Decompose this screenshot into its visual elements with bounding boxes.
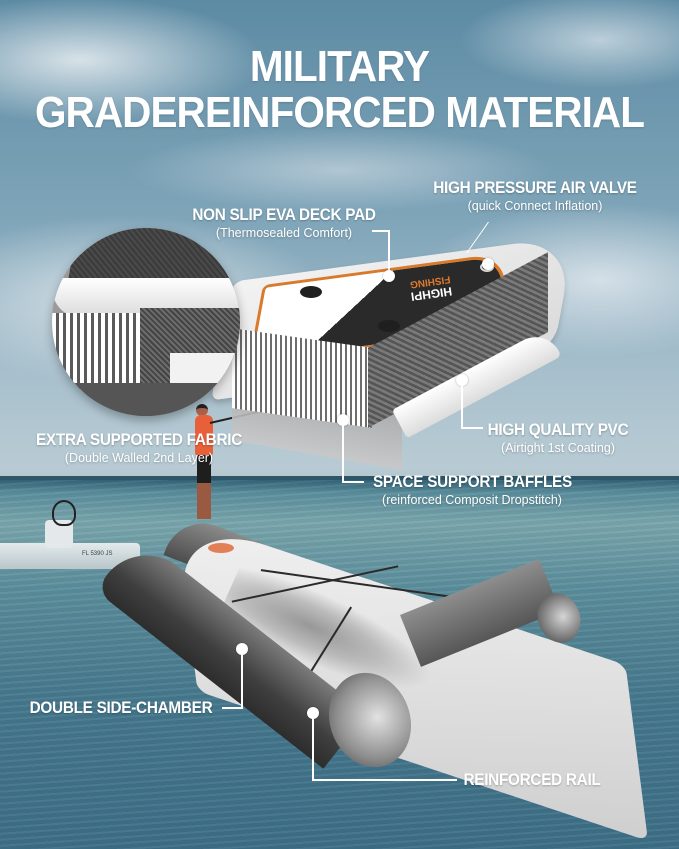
callout-line-deck-pad	[372, 230, 390, 232]
callout-heading: REINFORCED RAIL	[463, 770, 601, 789]
callout-heading: EXTRA SUPPORTED FABRIC	[35, 430, 243, 449]
magnified-pvc-layer	[170, 353, 240, 383]
callout-subtitle: (reinforced Composit Dropstitch)	[382, 493, 562, 507]
callout-heading: HIGH QUALITY PVC	[487, 420, 629, 439]
callout-subtitle: (quick Connect Inflation)	[467, 199, 603, 213]
callout-heading: DOUBLE SIDE-CHAMBER	[29, 698, 213, 717]
fisherman-shorts	[197, 455, 211, 483]
callout-line-pvc	[461, 380, 463, 428]
callout-side-chamber: DOUBLE SIDE-CHAMBER	[16, 698, 226, 718]
callout-baffles: SPACE SUPPORT BAFFLES (reinforced Compos…	[362, 472, 582, 507]
callout-heading: HIGH PRESSURE AIR VALVE	[433, 178, 637, 197]
callout-line-rail	[312, 779, 457, 781]
callout-line-baffles	[342, 420, 344, 482]
landing-net-icon	[52, 500, 76, 526]
callout-fabric: EXTRA SUPPORTED FABRIC (Double Walled 2n…	[20, 430, 258, 465]
magnifier-detail	[52, 228, 240, 416]
boat-hull-text: FL 5390 JS	[82, 551, 113, 557]
lower-board-logo	[208, 543, 234, 553]
title-line-2: GRADEREINFORCED MATERIAL	[34, 88, 645, 137]
callout-subtitle: (Airtight 1st Coating)	[501, 441, 615, 455]
deck-mount-hole	[378, 320, 400, 332]
callout-subtitle: (Thermosealed Comfort)	[215, 226, 353, 240]
callout-dot-deck-pad	[383, 270, 395, 282]
page-title: MILITARY GRADEREINFORCED MATERIAL	[27, 44, 652, 136]
callout-line-side-chamber	[241, 648, 243, 708]
callout-line-deck-pad	[388, 230, 390, 275]
callout-subtitle: (Double Walled 2nd Layer)	[64, 451, 214, 465]
callout-pvc: HIGH QUALITY PVC (Airtight 1st Coating)	[478, 420, 638, 455]
fisherman-legs	[197, 483, 211, 519]
callout-line-rail	[312, 712, 314, 780]
callout-line-pvc	[461, 427, 483, 429]
title-line-1: MILITARY	[249, 42, 430, 91]
callout-heading: SPACE SUPPORT BAFFLES	[373, 472, 572, 491]
callout-rail: REINFORCED RAIL	[452, 770, 612, 790]
callout-air-valve: HIGH PRESSURE AIR VALVE (quick Connect I…	[415, 178, 655, 213]
magnified-base	[52, 383, 240, 416]
callout-heading: NON SLIP EVA DECK PAD	[192, 205, 376, 224]
fisherman-shirt	[195, 415, 213, 455]
magnified-baffles	[52, 313, 142, 393]
callout-dot-air-valve	[482, 258, 494, 270]
deck-mount-hole	[300, 286, 322, 298]
callout-deck-pad: NON SLIP EVA DECK PAD (Thermosealed Comf…	[178, 205, 390, 240]
horizon-line	[0, 476, 679, 480]
callout-line-baffles	[342, 481, 364, 483]
callout-line-side-chamber	[222, 707, 243, 709]
